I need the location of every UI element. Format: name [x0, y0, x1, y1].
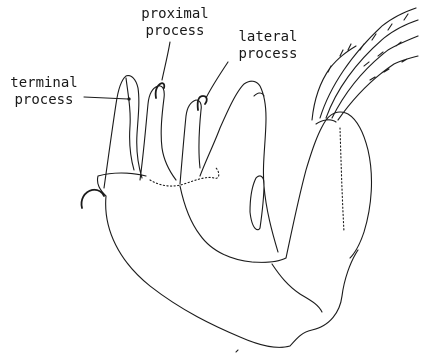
- middle-lobe-shape: [200, 81, 278, 252]
- basal-plate-lower-notch: [272, 264, 322, 312]
- lateral-process-shape: [180, 100, 201, 184]
- terminal-leader-line: [84, 97, 128, 99]
- proximal-process-label: proximal process: [133, 6, 217, 40]
- base-tick: [236, 350, 238, 352]
- basal-plate-outline: [106, 196, 358, 347]
- proximal-process-label-line1: proximal: [133, 6, 217, 23]
- lateral-process-label-line1: lateral: [226, 29, 310, 46]
- right-clasper-outline: [286, 112, 371, 258]
- lateral-process-hook: [198, 96, 207, 110]
- proximal-leader-line: [162, 42, 170, 80]
- terminal-process-label-line1: terminal: [2, 75, 86, 92]
- lateral-leader-line: [206, 62, 228, 98]
- middle-lobe-tip: [254, 93, 264, 96]
- left-curl-hook: [81, 190, 104, 208]
- terminal-process-inner: [126, 78, 134, 170]
- seta-5: [312, 46, 356, 120]
- seta-barbs: [328, 14, 408, 80]
- dotted-junction: [150, 168, 219, 186]
- right-clasper-dotted-axis: [340, 128, 344, 232]
- proximal-process-shape: [140, 86, 176, 180]
- lateral-process-label-line2: process: [226, 46, 310, 63]
- terminal-process-label: terminal process: [2, 75, 86, 109]
- terminal-process-shape: [104, 76, 142, 188]
- terminal-leader-dot: [127, 97, 130, 100]
- terminal-process-label-line2: process: [2, 92, 86, 109]
- proximal-process-label-line2: process: [133, 23, 217, 40]
- lateral-process-label: lateral process: [226, 29, 310, 63]
- small-rod: [250, 176, 264, 230]
